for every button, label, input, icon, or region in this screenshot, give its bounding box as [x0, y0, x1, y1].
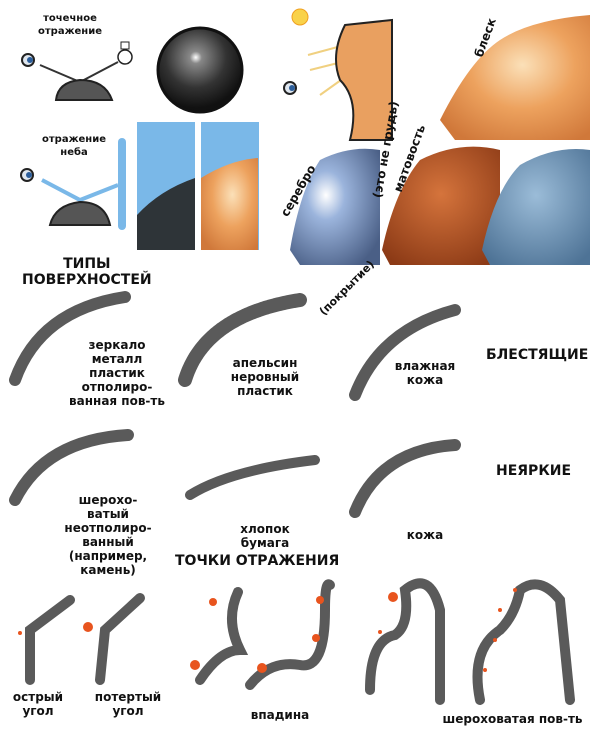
eye-icon	[21, 53, 35, 67]
lightbulb-icon	[117, 41, 133, 65]
label-line: (например,	[68, 549, 148, 563]
label-line: неба	[60, 147, 88, 158]
label-line: острый	[12, 690, 64, 704]
label-line: впадина	[250, 708, 310, 722]
dull-label-rough: шерохо- ватый неотполиро- ванный (наприм…	[58, 493, 158, 577]
label-line: угол	[112, 704, 144, 718]
silver-shape	[290, 148, 380, 265]
label-line: камень)	[80, 563, 136, 577]
eye-icon	[283, 81, 297, 95]
eye-icon	[20, 168, 34, 182]
highlight-points	[18, 588, 517, 673]
label-line: ванный	[82, 535, 134, 549]
shiny-label-mirror: зеркало металл пластик отполиро- ванная …	[62, 338, 172, 408]
label-line: кожа	[406, 373, 444, 387]
label-line: потертый	[94, 690, 162, 704]
dull-label-cotton: хлопок бумага	[230, 522, 300, 550]
label-line: пластик	[237, 384, 293, 398]
surface-arcs	[9, 291, 461, 518]
matte-shape	[382, 146, 500, 265]
label-line: кожа	[406, 528, 444, 542]
label-hollow: впадина	[240, 708, 320, 722]
title-line: ПОВЕРХНОСТЕЙ	[22, 272, 152, 288]
label-line: ванная пов-ть	[69, 394, 165, 408]
label-line: апельсин	[232, 356, 298, 370]
label-line: угол	[22, 704, 54, 718]
gloss-shape	[440, 15, 590, 140]
label-line: точечное	[43, 13, 97, 24]
dome-shape	[54, 78, 114, 101]
label-line: отражение	[38, 26, 103, 37]
label-line: влажная	[394, 359, 456, 373]
point-reflection-label: точечное отражение	[38, 12, 102, 38]
sky-reflection-label: отражение неба	[42, 133, 106, 159]
blue-shape	[482, 149, 590, 265]
reflection-points-title: ТОЧКИ ОТРАЖЕНИЯ	[175, 553, 340, 569]
label-line: пластик	[89, 366, 145, 380]
shiny-heading: БЛЕСТЯЩИЕ	[486, 347, 589, 363]
label-line: шерохо-	[78, 493, 138, 507]
reflection-curves	[25, 578, 575, 705]
label-line: неотполиро-	[64, 521, 152, 535]
label-line: ватый	[87, 507, 129, 521]
sun-icon	[291, 8, 309, 26]
label-line: неровный	[230, 370, 300, 384]
title-line: ТИПЫ	[63, 256, 111, 272]
label-line: хлопок	[240, 522, 290, 536]
label-line: отражение	[42, 134, 107, 145]
dull-label-skin: кожа	[395, 528, 455, 542]
label-worn-corner: потертый угол	[88, 690, 168, 718]
label-sharp-corner: острый угол	[8, 690, 68, 718]
shiny-label-orange: апельсин неровный пластик	[220, 356, 310, 398]
label-line: металл	[91, 352, 143, 366]
shiny-label-wet-skin: влажная кожа	[385, 359, 465, 387]
label-line: шероховатая пов-ть	[442, 712, 583, 726]
dull-heading: НЕЯРКИЕ	[496, 463, 572, 479]
label-line: зеркало	[88, 338, 146, 352]
surface-types-title: ТИПЫ ПОВЕРХНОСТЕЙ	[22, 256, 152, 288]
label-line: отполиро-	[81, 380, 153, 394]
label-line: бумага	[240, 536, 290, 550]
sphere	[156, 26, 244, 114]
label-rough-surface: шероховатая пов-ть	[430, 712, 595, 726]
